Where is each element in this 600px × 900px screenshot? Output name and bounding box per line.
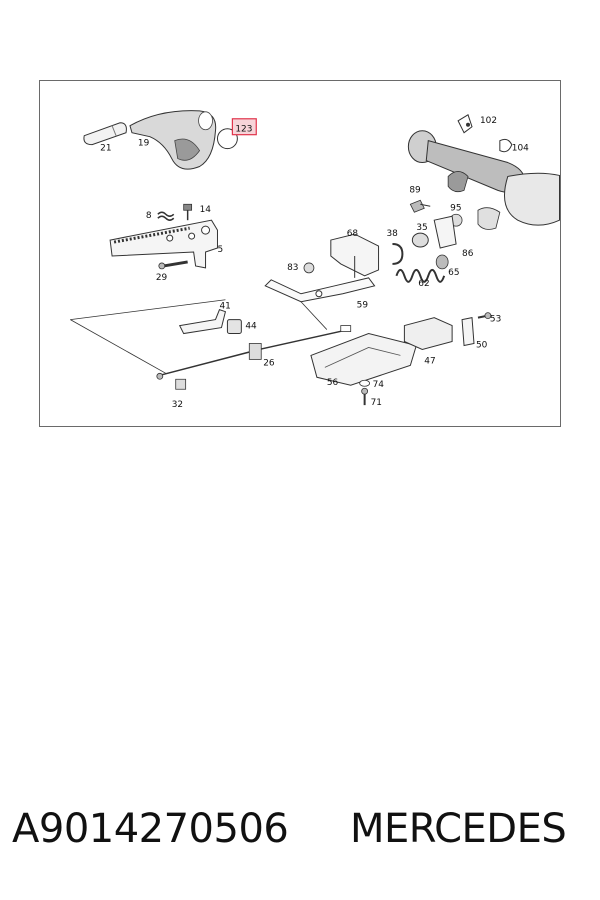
product-footer: A9014270506 MERCEDES xyxy=(0,798,600,868)
part-74-washer[interactable] xyxy=(359,379,370,387)
part-47-module[interactable] xyxy=(403,317,453,350)
label-104: 104 xyxy=(512,144,529,154)
part-104-clip[interactable] xyxy=(499,138,513,153)
label-19: 19 xyxy=(138,139,150,149)
label-123: 123 xyxy=(235,125,252,135)
label-14: 14 xyxy=(200,205,212,215)
part-29-pin[interactable] xyxy=(158,260,188,270)
label-65: 65 xyxy=(448,268,459,278)
parking-brake-lever-assembly xyxy=(407,130,560,230)
label-50: 50 xyxy=(476,340,488,350)
part-50-bracket[interactable] xyxy=(461,317,475,347)
part-89-bolt[interactable] xyxy=(409,199,431,213)
exploded-parts-diagram: 21 19 123 102 104 89 95 8 14 68 38 35 5 … xyxy=(39,80,561,427)
label-29: 29 xyxy=(156,273,168,283)
label-47: 47 xyxy=(424,356,435,366)
part-62-spring[interactable] xyxy=(395,268,446,283)
label-83: 83 xyxy=(287,263,298,273)
part-68-bracket[interactable] xyxy=(330,233,380,278)
part-38-clip[interactable] xyxy=(392,243,404,265)
part-32-cable-end[interactable] xyxy=(156,372,187,390)
label-32: 32 xyxy=(172,400,183,410)
part-53-screw[interactable] xyxy=(477,312,492,320)
part-123-cap[interactable] xyxy=(216,118,257,150)
part-5-ratchet-bracket[interactable] xyxy=(109,219,218,269)
label-21: 21 xyxy=(100,144,111,154)
label-26: 26 xyxy=(263,358,275,368)
label-62: 62 xyxy=(418,279,429,289)
part-83-nut[interactable] xyxy=(303,262,315,274)
part-number: A9014270506 xyxy=(12,806,289,852)
diagram-drawing: 21 19 123 102 104 89 95 8 14 68 38 35 5 … xyxy=(70,110,560,410)
part-19-lever-cover[interactable] xyxy=(129,110,217,170)
assembly-guide-lines xyxy=(70,299,328,374)
label-86: 86 xyxy=(462,249,474,259)
label-56: 56 xyxy=(327,378,339,388)
part-86-bracket[interactable] xyxy=(433,215,457,249)
label-68: 68 xyxy=(347,229,359,239)
part-21-handle-grip[interactable] xyxy=(83,122,127,146)
part-26-brake-cable[interactable] xyxy=(159,325,352,377)
part-14-screw[interactable] xyxy=(183,203,193,221)
part-8-spring[interactable] xyxy=(157,211,175,221)
brand-name: MERCEDES xyxy=(350,806,567,852)
label-8: 8 xyxy=(146,211,152,221)
label-74: 74 xyxy=(373,380,385,390)
label-59: 59 xyxy=(357,301,369,311)
label-53: 53 xyxy=(490,315,501,325)
label-44: 44 xyxy=(245,322,257,332)
label-35: 35 xyxy=(416,223,427,233)
label-95: 95 xyxy=(450,203,461,213)
part-41-bracket[interactable] xyxy=(178,309,227,335)
label-71: 71 xyxy=(371,398,382,408)
part-59-linkage[interactable] xyxy=(264,277,376,303)
label-41: 41 xyxy=(219,302,230,312)
label-102: 102 xyxy=(480,116,497,126)
part-44-clip[interactable] xyxy=(226,319,242,335)
part-123-highlight-box xyxy=(231,118,257,136)
label-5: 5 xyxy=(217,245,223,255)
part-102-bracket[interactable] xyxy=(457,114,473,134)
part-35-sleeve[interactable] xyxy=(411,232,429,248)
label-38: 38 xyxy=(386,229,398,239)
part-71-bolt[interactable] xyxy=(361,387,369,406)
part-56-housing[interactable] xyxy=(310,333,417,386)
label-89: 89 xyxy=(409,185,421,195)
part-65-collar[interactable] xyxy=(435,254,449,270)
